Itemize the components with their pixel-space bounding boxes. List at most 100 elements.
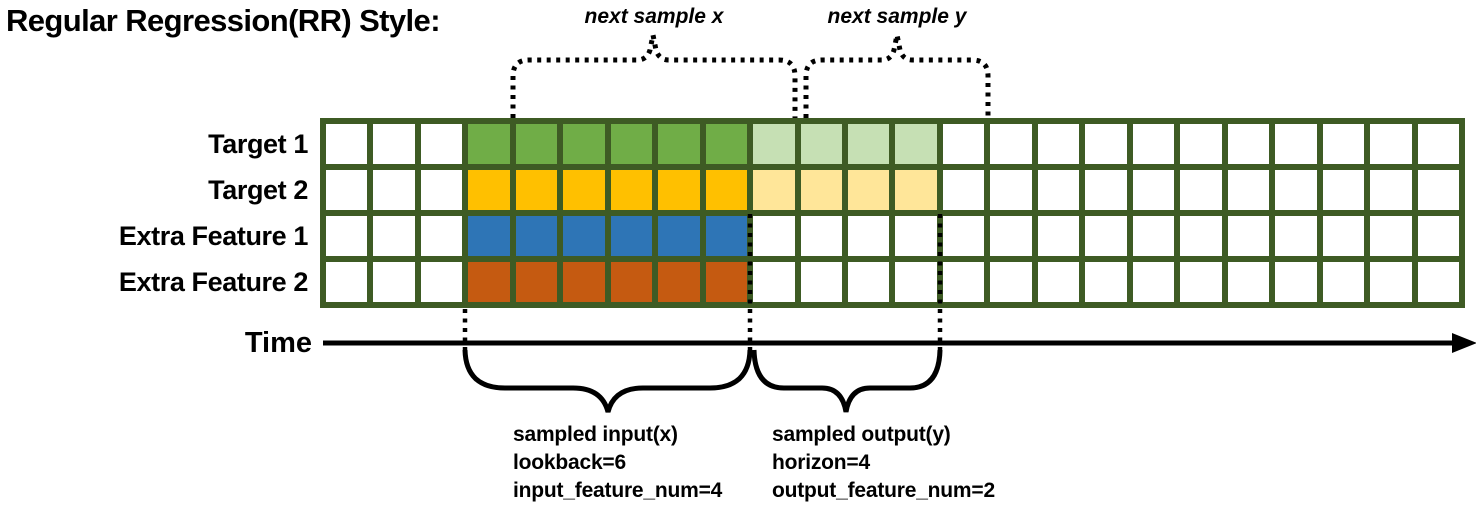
timeline-grid	[320, 118, 1465, 308]
grid-cell	[848, 216, 890, 256]
grid-cell	[1180, 124, 1222, 164]
grid-cell	[658, 170, 700, 210]
grid-cell	[848, 124, 890, 164]
grid-cell	[800, 216, 843, 256]
grid-cell	[373, 124, 415, 164]
grid-cell	[610, 124, 653, 164]
grid-cell	[1275, 216, 1317, 256]
grid-cell	[1370, 124, 1412, 164]
grid-cell	[1132, 262, 1175, 302]
grid-cell	[563, 262, 605, 302]
grid-cell	[1370, 170, 1412, 210]
sampled-output-brace	[751, 349, 943, 413]
grid-cell	[753, 216, 795, 256]
grid-cell	[1417, 170, 1459, 210]
grid-cell	[990, 262, 1032, 302]
next-sample-x-brace	[510, 34, 798, 118]
grid-cell	[1037, 216, 1080, 256]
sampled-input-title: sampled input(x)	[513, 423, 678, 446]
grid-cell	[895, 262, 937, 302]
grid-cell	[705, 170, 748, 210]
row-label-extra-feature-1: Extra Feature 1	[118, 221, 308, 251]
grid-cell	[468, 124, 510, 164]
grid-cell	[468, 170, 510, 210]
grid-cell	[1370, 262, 1412, 302]
grid-cell	[705, 262, 748, 302]
grid-cell	[610, 216, 653, 256]
grid-cell	[373, 170, 415, 210]
grid-cell	[658, 262, 700, 302]
grid-cell	[563, 170, 605, 210]
grid-cell	[420, 170, 463, 210]
sampled-input-note: sampled input(x) lookback=6 input_featur…	[513, 421, 722, 505]
next-sample-y-brace	[803, 34, 991, 118]
grid-cell	[848, 262, 890, 302]
grid-cell	[1417, 216, 1459, 256]
horizon-param: horizon=4	[772, 451, 870, 474]
grid-cell	[895, 170, 937, 210]
page-title: Regular Regression(RR) Style:	[6, 3, 441, 38]
grid-cell	[326, 124, 368, 164]
grid-cell	[326, 216, 368, 256]
grid-cell	[1275, 262, 1317, 302]
time-arrowhead	[1452, 333, 1476, 353]
grid-cell	[420, 262, 463, 302]
grid-cell	[942, 262, 985, 302]
grid-cell	[895, 216, 937, 256]
grid-cell	[990, 170, 1032, 210]
grid-cell	[515, 262, 558, 302]
grid-cell	[942, 124, 985, 164]
grid-cell	[1180, 216, 1222, 256]
grid-cell	[800, 262, 843, 302]
grid-cell	[326, 170, 368, 210]
grid-cell	[420, 216, 463, 256]
grid-cell	[753, 262, 795, 302]
grid-cell	[1132, 124, 1175, 164]
grid-cell	[1322, 170, 1365, 210]
input-feature-num-param: input_feature_num=4	[513, 479, 723, 502]
row-label-target-2: Target 2	[208, 175, 308, 205]
grid-cell	[1180, 262, 1222, 302]
grid-cell	[563, 124, 605, 164]
grid-cell	[1085, 216, 1127, 256]
grid-cell	[1037, 262, 1080, 302]
grid-cell	[753, 170, 795, 210]
grid-cell	[942, 170, 985, 210]
next-sample-x-label: next sample x	[584, 5, 724, 28]
output-feature-num-param: output_feature_num=2	[772, 479, 995, 502]
lookback-param: lookback=6	[513, 451, 626, 474]
grid-cell	[1227, 262, 1270, 302]
grid-cell	[468, 262, 510, 302]
grid-cell	[705, 124, 748, 164]
grid-cell	[990, 216, 1032, 256]
sampled-output-title: sampled output(y)	[772, 423, 951, 446]
grid-cell	[942, 216, 985, 256]
grid-cell	[373, 216, 415, 256]
grid-cell	[753, 124, 795, 164]
time-axis-label: Time	[244, 327, 312, 359]
grid-cell	[1085, 262, 1127, 302]
grid-cell	[1417, 262, 1459, 302]
grid-cell	[1275, 170, 1317, 210]
grid-cell	[1180, 170, 1222, 210]
row-label-target-1: Target 1	[208, 129, 308, 159]
grid-cell	[848, 170, 890, 210]
grid-cell	[610, 262, 653, 302]
grid-cell	[1417, 124, 1459, 164]
grid-cell	[563, 216, 605, 256]
grid-cell	[705, 216, 748, 256]
grid-cell	[1085, 124, 1127, 164]
sampled-output-note: sampled output(y) horizon=4 output_featu…	[772, 421, 995, 505]
grid-cell	[1227, 216, 1270, 256]
grid-cell	[800, 124, 843, 164]
grid-cell	[1085, 170, 1127, 210]
grid-cell	[420, 124, 463, 164]
row-label-extra-feature-2: Extra Feature 2	[118, 267, 308, 297]
grid-cell	[1037, 170, 1080, 210]
sampled-input-brace	[462, 349, 753, 413]
grid-cell	[373, 262, 415, 302]
grid-cell	[1132, 216, 1175, 256]
grid-cell	[468, 216, 510, 256]
grid-cell	[1370, 216, 1412, 256]
